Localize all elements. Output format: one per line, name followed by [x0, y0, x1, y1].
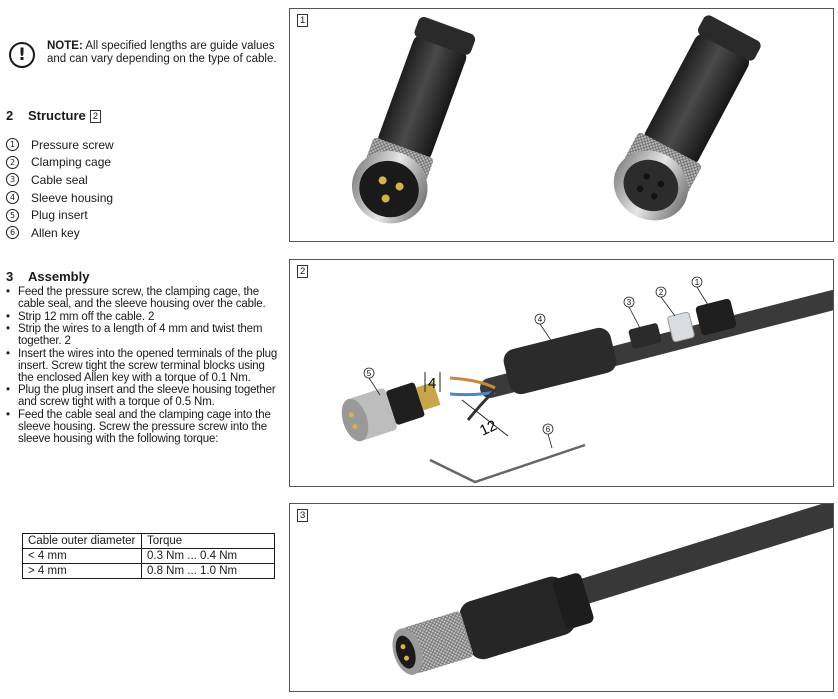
callout-5: 5	[367, 369, 372, 378]
callout-1: 1	[695, 278, 700, 287]
figure-tag: 1	[297, 14, 309, 27]
callouts	[363, 276, 709, 449]
table-header-row: Cable outer diameter Torque	[22, 533, 275, 549]
note-text: NOTE: All specified lengths are guide va…	[47, 40, 277, 65]
exploded-view-illustration: 4 12 1 2 3 4 5 6	[341, 276, 833, 484]
table-row: > 4 mm 0.8 Nm ... 1.0 Nm	[22, 563, 275, 579]
male-connector	[351, 16, 476, 224]
figure-tag: 2	[297, 265, 309, 278]
dimension-label-12: 12	[477, 417, 499, 439]
list-item: Feed the cable seal and the clamping cag…	[6, 409, 278, 445]
female-connector	[613, 15, 761, 221]
table-row: < 4 mm 0.3 Nm ... 0.4 Nm	[22, 548, 275, 564]
table-cell: < 4 mm	[22, 548, 142, 564]
table-cell: > 4 mm	[22, 563, 142, 579]
callout-6: 6	[546, 425, 551, 434]
table-header: Cable outer diameter	[22, 533, 142, 549]
table-cell: 0.3 Nm ... 0.4 Nm	[141, 548, 275, 564]
list-item: Insert the wires into the opened termina…	[6, 348, 278, 384]
callout-4: 4	[538, 315, 543, 324]
figure-2-exploded: 2 4 12	[289, 259, 834, 487]
plug-insert	[341, 382, 441, 442]
list-item: Plug the plug insert and the sleeve hous…	[6, 384, 278, 408]
callout-2: 2	[659, 288, 664, 297]
figure-ref-box: 2	[89, 110, 102, 123]
table-header: Torque	[141, 533, 275, 549]
assembly-steps: Feed the pressure screw, the clamping ca…	[6, 286, 278, 445]
connector-pair-illustration	[351, 15, 761, 224]
dimension-label-4: 4	[428, 375, 436, 392]
callout-3: 3	[627, 298, 632, 307]
figure-1-connectors: 1	[289, 8, 834, 242]
table-cell: 0.8 Nm ... 1.0 Nm	[141, 563, 275, 579]
instructions-column: ! NOTE: All specified lengths are guide …	[0, 0, 285, 699]
torque-table: Cable outer diameter Torque < 4 mm 0.3 N…	[22, 533, 275, 579]
figure-3-assembled: 3	[289, 503, 834, 692]
notice-icon: !	[9, 42, 35, 68]
figure-tag: 3	[297, 509, 309, 522]
list-item: Strip 12 mm off the cable. 2	[6, 311, 278, 323]
list-item: Feed the pressure screw, the clamping ca…	[6, 286, 278, 310]
assembled-connector-illustration	[392, 504, 833, 675]
list-item: Strip the wires to a length of 4 mm and …	[6, 323, 278, 347]
